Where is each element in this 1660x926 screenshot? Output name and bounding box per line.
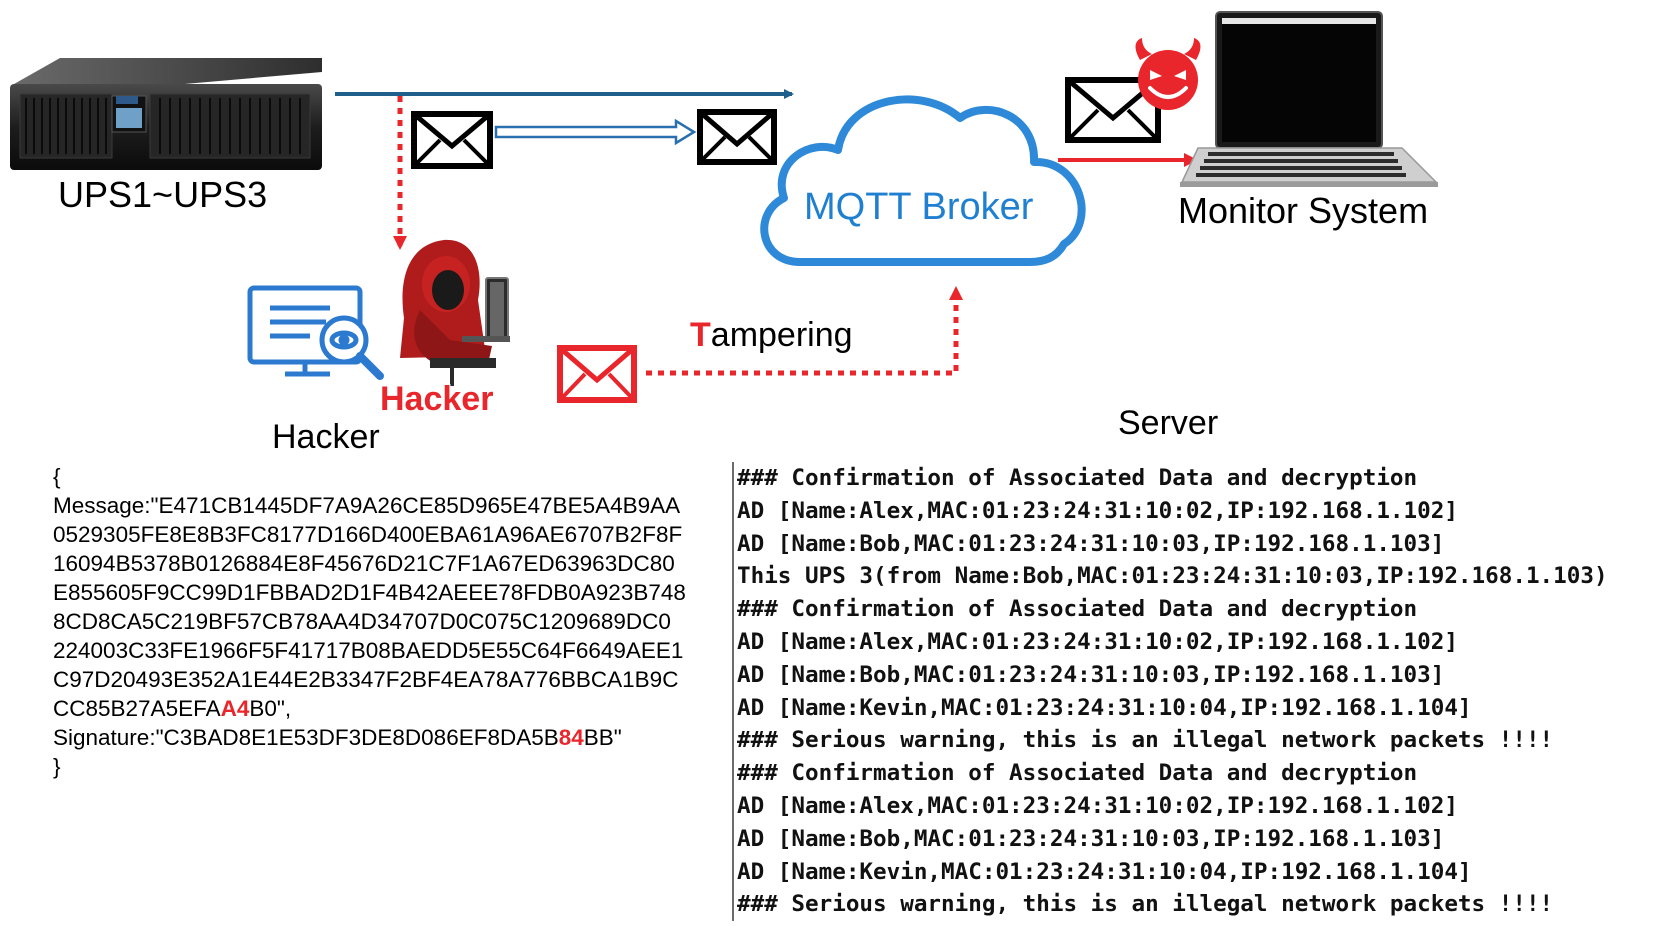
log-line: ### Serious warning, this is an illegal … bbox=[737, 727, 1554, 754]
envelope-icon bbox=[697, 109, 777, 165]
broker-label: MQTT Broker bbox=[804, 186, 1034, 228]
payload-message-last-pre: CC85B27A5EFA bbox=[53, 696, 221, 721]
payload-message-line: 224003C33FE1966F5F41717B08BAEDD5E55C64F6… bbox=[53, 638, 684, 663]
payload-open-brace: { bbox=[53, 464, 61, 489]
tampered-envelope-icon bbox=[557, 345, 637, 403]
monitor-search-icon bbox=[247, 285, 384, 380]
tampering-label-first: T bbox=[690, 316, 711, 354]
server-label: Server bbox=[1118, 404, 1219, 442]
payload-signature-tampered-bytes: 84 bbox=[558, 725, 584, 750]
payload-message-line: Message:"E471CB1445DF7A9A26CE85D965E47BE… bbox=[53, 493, 681, 518]
payload-message-line: E855605F9CC99D1FBBAD2D1F4B42AEEE78FDB0A9… bbox=[53, 580, 686, 605]
server-log: ### Confirmation of Associated Data and … bbox=[732, 462, 1660, 922]
hacker-label: Hacker bbox=[272, 418, 380, 456]
ups-label: UPS1~UPS3 bbox=[58, 174, 268, 215]
tampering-path bbox=[646, 286, 963, 376]
payload-signature-pre: Signature:"C3BAD8E1E53DF3DE8D086EF8DA5B bbox=[53, 725, 559, 750]
payload-message-line: 0529305FE8E8B3FC8177D166D400EBA61A96AE67… bbox=[53, 522, 683, 547]
log-line: AD [Name:Bob,MAC:01:23:24:31:10:03,IP:19… bbox=[737, 530, 1445, 557]
log-line: AD [Name:Bob,MAC:01:23:24:31:10:03,IP:19… bbox=[737, 661, 1445, 688]
cloud-icon bbox=[760, 95, 1086, 266]
log-line: This UPS 3(from Name:Bob,MAC:01:23:24:31… bbox=[737, 563, 1608, 590]
payload-signature-post: BB" bbox=[583, 725, 622, 750]
payload-signature-line: Signature:"C3BAD8E1E53DF3DE8D086EF8DA5B8… bbox=[53, 723, 693, 752]
log-line: AD [Name:Alex,MAC:01:23:24:31:10:02,IP:1… bbox=[737, 792, 1458, 819]
payload-message-line: 16094B5378B0126884E8F45676D21C7F1A67ED63… bbox=[53, 551, 675, 576]
log-line: AD [Name:Bob,MAC:01:23:24:31:10:03,IP:19… bbox=[737, 825, 1445, 852]
ups-device-icon bbox=[10, 58, 322, 170]
log-line: AD [Name:Alex,MAC:01:23:24:31:10:02,IP:1… bbox=[737, 497, 1458, 524]
payload-message-line: C97D20493E352A1E44E2B3347F2BF4EA78A776BB… bbox=[53, 667, 679, 692]
hacker-figure-icon bbox=[400, 239, 510, 386]
tampered-payload: { Message:"E471CB1445DF7A9A26CE85D965E47… bbox=[53, 462, 693, 781]
payload-message-line: 8CD8CA5C219BF57CB78AA4D34707D0C075C12096… bbox=[53, 609, 671, 634]
forward-arrow bbox=[494, 118, 697, 146]
log-line: ### Confirmation of Associated Data and … bbox=[737, 760, 1418, 787]
log-line: AD [Name:Alex,MAC:01:23:24:31:10:02,IP:1… bbox=[737, 628, 1458, 655]
log-line: ### Serious warning, this is an illegal … bbox=[737, 891, 1554, 918]
payload-close-brace: } bbox=[53, 754, 61, 779]
payload-message-last-line: CC85B27A5EFAA4B0", bbox=[53, 694, 693, 723]
log-line: AD [Name:Kevin,MAC:01:23:24:31:10:04,IP:… bbox=[737, 858, 1472, 885]
log-line: ### Confirmation of Associated Data and … bbox=[737, 465, 1418, 491]
devil-icon bbox=[1135, 38, 1201, 110]
tampering-label-rest: ampering bbox=[710, 316, 853, 354]
laptop-icon bbox=[1180, 11, 1438, 187]
hacker-badge-label: Hacker bbox=[380, 380, 494, 418]
monitor-system-label: Monitor System bbox=[1178, 190, 1429, 231]
tampering-label: Tampering bbox=[690, 316, 853, 355]
log-line: AD [Name:Kevin,MAC:01:23:24:31:10:04,IP:… bbox=[737, 694, 1472, 721]
envelope-icon bbox=[1065, 77, 1161, 143]
envelope-icon bbox=[411, 111, 493, 169]
payload-message-tampered-bytes: A4 bbox=[220, 696, 250, 721]
payload-message-last-post: B0", bbox=[249, 696, 292, 721]
log-line: ### Confirmation of Associated Data and … bbox=[737, 596, 1418, 623]
